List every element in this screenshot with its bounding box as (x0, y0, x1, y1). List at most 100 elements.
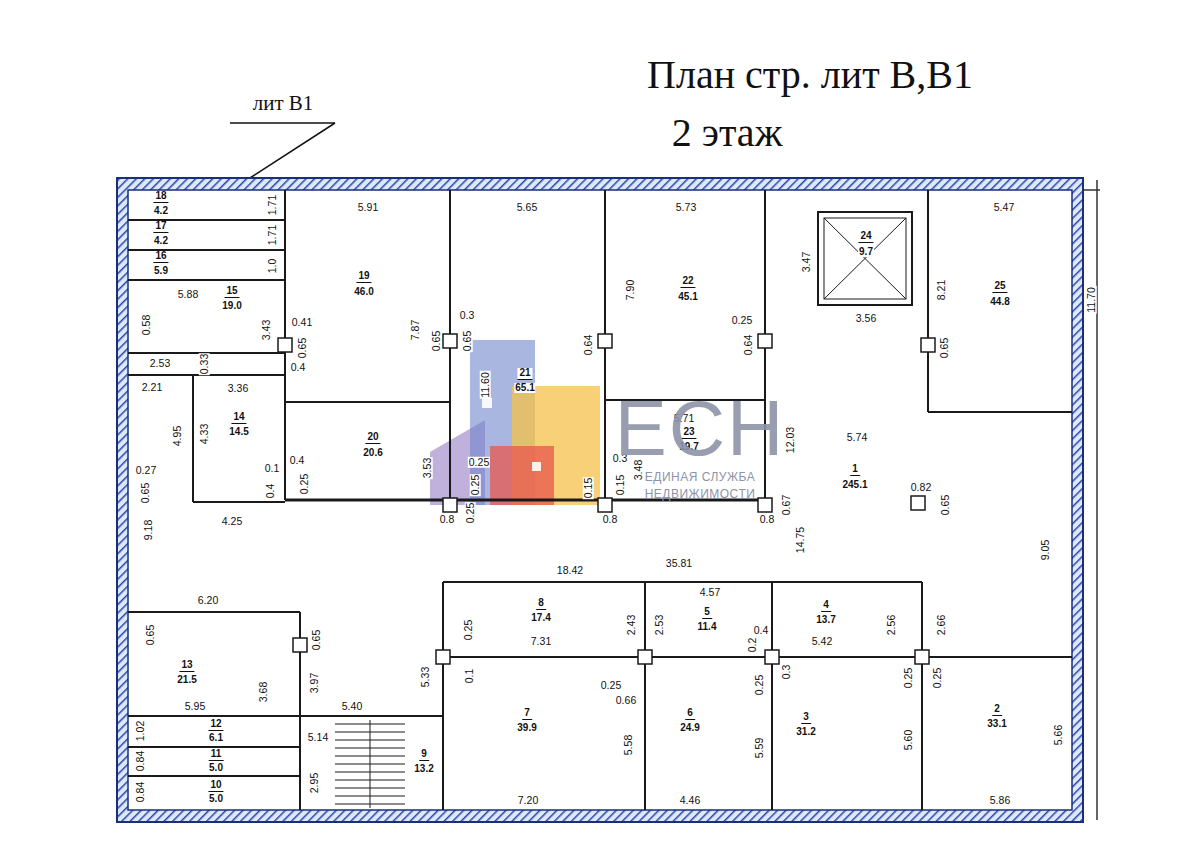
room-area: 21.5 (176, 675, 197, 685)
dimension: 0.15 (615, 474, 626, 496)
dimension: 0.65 (145, 624, 156, 646)
dimension: 0.4 (289, 455, 306, 466)
dimension: 3.43 (261, 319, 272, 341)
dimension: 0.2 (747, 637, 758, 654)
dimension: 3.53 (422, 457, 433, 479)
room-number: 14 (231, 412, 246, 424)
dimension: 1.0 (267, 258, 278, 275)
column (278, 334, 935, 664)
dimension: 5.86 (989, 795, 1011, 806)
dimension: 4.95 (172, 425, 183, 447)
dimension: 3.47 (801, 251, 812, 273)
room-number: 4 (821, 600, 831, 612)
room-number: 8 (536, 598, 546, 610)
dimension: 0.33 (199, 353, 210, 375)
room-area: 39.9 (516, 723, 537, 733)
room-area: 24.9 (679, 723, 700, 733)
dimension: 0.27 (135, 465, 157, 476)
dimension: 5.42 (811, 636, 833, 647)
dimension: 0.65 (940, 494, 951, 516)
dimension: 4.33 (199, 423, 210, 445)
shaft (818, 212, 912, 305)
dimension: 0.84 (135, 781, 146, 803)
dimension: 0.25 (932, 667, 943, 689)
room-number: 24 (858, 231, 873, 243)
dimension: 0.65 (939, 337, 950, 359)
dimension: 0.41 (291, 317, 313, 328)
room-number: 13 (179, 660, 194, 672)
dimension: 5.88 (177, 289, 199, 300)
dimension: 2.43 (626, 614, 637, 636)
watermark-logo (430, 340, 600, 505)
dimension: 0.3 (781, 664, 792, 681)
room-area: 20.6 (362, 448, 383, 458)
dimension: 11.60 (480, 371, 491, 399)
wall-outline (128, 190, 1072, 810)
interior-walls (128, 190, 1072, 810)
dimension: 5.73 (675, 202, 697, 213)
room-number: 22 (680, 276, 695, 288)
dimension: 18.42 (556, 565, 584, 576)
dimension: 5.91 (357, 202, 379, 213)
dimension: 4.57 (699, 587, 721, 598)
adjacent-wall (1096, 180, 1098, 820)
floor-label: 2 этаж (672, 113, 783, 153)
room-number: 20 (365, 432, 380, 444)
dimension: 3.97 (309, 672, 320, 694)
dimension: 0.25 (903, 667, 914, 689)
room-number: 7 (522, 708, 532, 720)
dimension: 14.75 (795, 526, 806, 554)
dimension: 0.25 (299, 473, 310, 495)
room-number: 12 (208, 719, 223, 731)
dimension: 0.82 (910, 482, 932, 493)
dimension: 3.36 (227, 383, 249, 394)
dimension: 0.25 (465, 502, 476, 524)
dimension: 11.70 (1086, 286, 1097, 314)
dimension: 0.65 (311, 629, 322, 651)
dimension: 0.4 (265, 483, 276, 500)
dimension: 7.87 (410, 319, 421, 341)
dimension: 1.71 (267, 194, 278, 216)
dimension: 5.66 (1053, 724, 1064, 746)
dimension: 0.1 (464, 668, 475, 685)
dimension: 0.66 (615, 695, 637, 706)
dimension: 0.8 (602, 514, 619, 525)
room-area: 245.1 (841, 480, 868, 490)
dimension: 4.46 (679, 795, 701, 806)
dimension: 0.8 (439, 514, 456, 525)
room-area: 11.4 (697, 622, 718, 632)
room-number: 9 (419, 749, 429, 761)
room-number: 1 (850, 464, 860, 476)
dimension: 0.84 (135, 750, 146, 772)
dimension: 5.60 (903, 729, 914, 751)
building-label: лит В1 (253, 93, 314, 114)
dimension: 7.20 (517, 795, 539, 806)
dimension: 0.67 (781, 494, 792, 516)
dimension: 0.25 (470, 474, 481, 496)
dimension: 0.65 (140, 482, 151, 504)
dimension: 1.71 (267, 224, 278, 246)
dimension: 7.31 (530, 636, 552, 647)
room-area: 5.0 (208, 763, 224, 773)
dimension: 1.02 (135, 720, 146, 742)
room-area: 5.9 (153, 266, 169, 276)
room-number: 16 (153, 251, 168, 263)
dimension: 9.05 (1040, 539, 1051, 561)
dimension: 2.53 (654, 614, 665, 636)
room-number: 15 (224, 286, 239, 298)
room-area: 5.0 (208, 794, 224, 804)
dimension: 2.21 (141, 382, 163, 393)
dimension: 0.15 (583, 477, 594, 499)
watermark: ЕДИНАЯ СЛУЖБА (645, 471, 755, 483)
room-number: 25 (992, 281, 1007, 293)
dimension: 0.25 (463, 619, 474, 641)
room-area: 13.2 (413, 764, 434, 774)
dimension: 5.33 (420, 666, 431, 688)
dimension: 0.25 (468, 457, 490, 468)
room-area: 6.1 (208, 733, 224, 743)
room-area: 33.1 (986, 719, 1007, 729)
room-area: 46.0 (353, 287, 374, 297)
dimension: 0.64 (743, 334, 754, 356)
dimension: 5.59 (754, 737, 765, 759)
